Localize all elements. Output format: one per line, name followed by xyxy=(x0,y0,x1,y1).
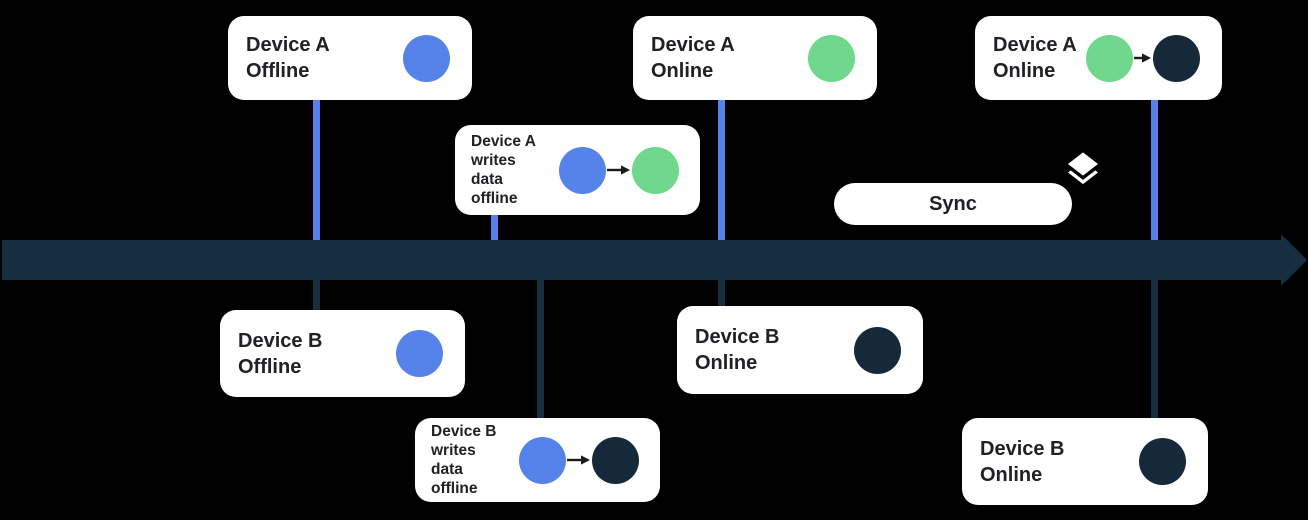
green-circle-icon xyxy=(632,146,679,194)
card-device-b-writes-offline: Device B writes data offline xyxy=(415,418,660,502)
card-label: Device B Online xyxy=(695,326,780,374)
card-label: Device B writes data offline xyxy=(431,423,497,497)
connector-device-a-offline xyxy=(313,100,320,240)
dark-circle-icon xyxy=(1153,34,1200,82)
connector-device-b-offline xyxy=(313,280,320,312)
blue-circle-icon xyxy=(519,436,566,484)
state-dots xyxy=(854,326,901,374)
state-dots xyxy=(808,34,855,82)
dark-circle-icon xyxy=(592,436,639,484)
card-label: Device A Online xyxy=(993,34,1077,82)
card-label: Device B Online xyxy=(980,437,1065,486)
connector-device-a-writes xyxy=(491,213,498,240)
arrow-right-icon xyxy=(607,165,630,175)
connector-device-b-online-2 xyxy=(1151,280,1158,422)
card-device-a-online-1: Device A Online xyxy=(633,16,877,100)
layers-icon xyxy=(1068,152,1098,185)
card-device-a-online-2: Device A Online xyxy=(975,16,1222,100)
sync-label: Sync xyxy=(929,192,977,215)
state-dots xyxy=(1139,438,1186,485)
dark-circle-icon xyxy=(854,326,901,374)
green-circle-icon xyxy=(1086,34,1133,82)
connector-device-b-writes xyxy=(537,280,544,420)
arrow-right-icon xyxy=(1134,53,1151,63)
connector-device-a-online-2 xyxy=(1151,100,1158,240)
green-circle-icon xyxy=(808,34,855,82)
blue-circle-icon xyxy=(396,330,443,377)
card-device-b-online-1: Device B Online xyxy=(677,306,923,394)
connector-device-b-online-1 xyxy=(718,280,725,308)
card-label: Device A Offline xyxy=(246,34,330,82)
timeline-arrowhead-icon xyxy=(1281,234,1307,286)
state-dots xyxy=(403,34,450,82)
blue-circle-icon xyxy=(559,146,606,194)
state-dots xyxy=(559,146,679,194)
card-label: Device B Offline xyxy=(238,329,323,378)
card-device-b-offline: Device B Offline xyxy=(220,310,465,397)
card-device-a-writes-offline: Device A writes data offline xyxy=(455,125,700,215)
card-device-b-online-2: Device B Online xyxy=(962,418,1208,505)
blue-circle-icon xyxy=(403,34,450,82)
card-label: Device A writes data offline xyxy=(471,133,536,207)
dark-circle-icon xyxy=(1139,438,1186,485)
state-dots xyxy=(1086,34,1200,82)
card-device-a-offline: Device A Offline xyxy=(228,16,472,100)
card-label: Device A Online xyxy=(651,34,735,82)
state-dots xyxy=(519,436,639,484)
timeline-bar xyxy=(2,240,1282,280)
state-dots xyxy=(396,330,443,377)
arrow-right-icon xyxy=(567,455,590,465)
sync-badge: Sync xyxy=(834,183,1072,225)
connector-device-a-online-1 xyxy=(718,100,725,240)
